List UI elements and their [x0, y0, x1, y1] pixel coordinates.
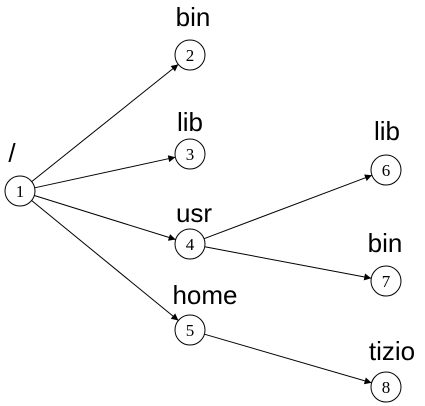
- node-circle: [174, 228, 206, 260]
- tree-node-4: 4 usr: [174, 198, 212, 260]
- edge-5-to-8: [204, 333, 372, 385]
- node-label: home: [172, 280, 237, 310]
- tree-node-3: 3 lib: [174, 107, 206, 170]
- edge-1-to-5: [31, 200, 179, 321]
- node-number: 8: [382, 378, 391, 397]
- edge-1-to-4: [34, 194, 176, 241]
- node-circle: [174, 138, 206, 170]
- edges: [31, 63, 373, 385]
- node-label: lib: [374, 116, 400, 146]
- tree-node-8: 8 tizio: [369, 336, 415, 403]
- node-label: /: [8, 138, 16, 168]
- tree-node-2: 2 bin: [174, 2, 211, 71]
- node-label: lib: [177, 107, 203, 137]
- tree-node-5: 5 home: [172, 280, 238, 346]
- node-circle: [174, 314, 206, 346]
- node-number: 7: [382, 272, 391, 291]
- node-circle: [4, 175, 36, 207]
- tree-node-1: 1/: [4, 138, 36, 207]
- node-number: 1: [16, 182, 25, 201]
- edge-1-to-3: [34, 155, 176, 189]
- edge-4-to-7: [204, 246, 372, 281]
- node-circle: [370, 154, 402, 186]
- node-label: bin: [368, 228, 403, 258]
- node-number: 5: [186, 321, 195, 340]
- node-label: tizio: [369, 336, 415, 366]
- node-number: 2: [186, 46, 195, 65]
- tree-node-6: 6 lib: [370, 116, 402, 186]
- node-label: usr: [176, 198, 212, 228]
- node-number: 4: [186, 235, 195, 254]
- node-number: 6: [382, 161, 391, 180]
- tree-node-7: 7 bin: [368, 228, 403, 297]
- edge-1-to-2: [31, 63, 179, 183]
- node-label: bin: [176, 2, 211, 32]
- edge-4-to-6: [203, 174, 373, 240]
- node-circle: [174, 39, 206, 71]
- node-circle: [370, 371, 402, 403]
- node-circle: [370, 265, 402, 297]
- node-number: 3: [186, 145, 195, 164]
